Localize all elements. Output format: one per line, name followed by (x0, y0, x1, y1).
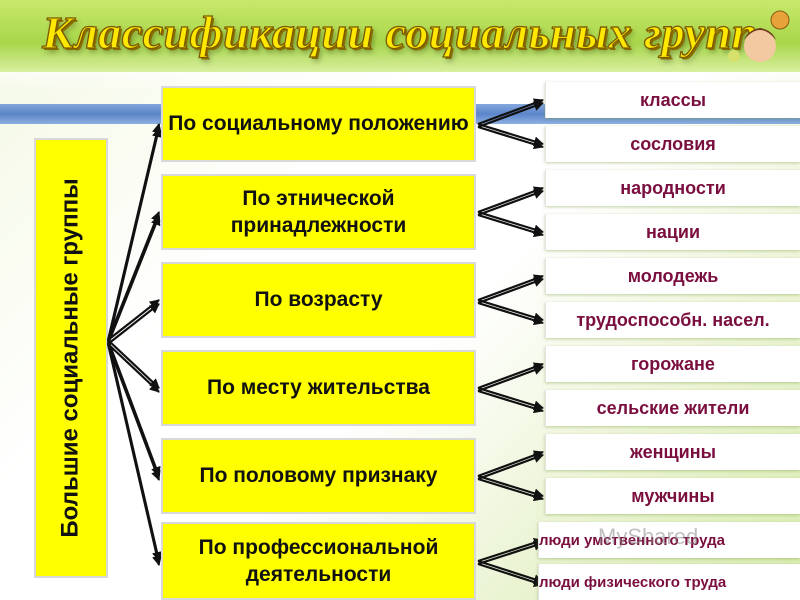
subgroup-nations: нации (545, 214, 800, 250)
arrow-to-category (107, 303, 160, 345)
arrow-to-subgroup (477, 101, 544, 129)
subgroup-nationalities: народности (545, 170, 800, 206)
subgroup-label: сословия (630, 133, 716, 154)
arrow-to-subgroup (477, 122, 544, 147)
subgroup-label: молодежь (627, 265, 719, 286)
page-title: Классификации социальных групп (42, 6, 758, 58)
decorative-figure-icon (728, 10, 790, 62)
category-label: По половому признаку (199, 464, 438, 488)
arrow-to-subgroup (477, 559, 544, 584)
arrow-to-subgroup (477, 189, 544, 217)
category-label: По профессиональной деятельности (198, 535, 439, 586)
arrow-to-subgroup (477, 453, 544, 481)
subgroup-city-dwellers: горожане (545, 346, 800, 382)
category-label: По возрасту (254, 288, 383, 312)
arrow-to-category (107, 343, 160, 393)
subgroup-classes: классы (545, 82, 800, 118)
subgroup-label: женщины (630, 441, 716, 462)
arrow-to-category (106, 343, 162, 566)
subgroup-label: классы (639, 89, 707, 110)
subgroup-label: горожане (631, 353, 715, 374)
subgroup-women: женщины (545, 434, 800, 470)
category-social-position: По социальному положению (161, 86, 476, 162)
subgroup-label: люди физического труда (539, 573, 727, 591)
arrow-to-subgroup (477, 365, 544, 393)
arrow-to-subgroup (477, 450, 544, 478)
arrow-to-subgroup (477, 538, 544, 563)
arrow-to-subgroup (477, 541, 544, 566)
category-gender: По половому признаку (161, 438, 476, 514)
arrow-to-subgroup (477, 474, 544, 499)
arrow-to-subgroup (477, 389, 544, 414)
arrow-to-category (106, 339, 161, 477)
subgroup-manual-workers: люди физического труда (538, 564, 800, 600)
subgroup-youth: молодежь (545, 258, 800, 294)
category-label: По этнической принадлежности (230, 186, 407, 237)
vertical-group-label: Большие социальные группы (34, 138, 108, 578)
arrow-to-subgroup (477, 362, 544, 390)
arrow-to-subgroup (477, 210, 544, 235)
category-ethnicity: По этнической принадлежности (161, 174, 476, 250)
subgroup-mental-workers: люди умственного труда (538, 522, 800, 558)
arrow-to-category (106, 127, 162, 345)
subgroup-label: нации (645, 221, 701, 242)
arrow-to-subgroup (477, 125, 544, 150)
category-profession: По профессиональной деятельности (161, 522, 476, 600)
subgroup-label: сельские жители (596, 397, 750, 418)
category-label: По месту жительства (207, 376, 430, 400)
subgroup-label: трудоспособн. насел. (576, 309, 770, 330)
subgroup-working-population: трудоспособн. насел. (545, 302, 800, 338)
arrow-to-category (106, 211, 161, 341)
arrow-to-subgroup (477, 298, 544, 323)
arrow-to-subgroup (477, 186, 544, 214)
subgroup-label: люди умственного труда (539, 531, 725, 549)
category-age: По возрасту (161, 262, 476, 338)
arrow-to-category (107, 339, 160, 389)
arrow-to-category (106, 343, 161, 481)
category-label: По социальному положению (168, 112, 469, 136)
arrow-to-subgroup (477, 98, 544, 126)
arrow-to-subgroup (477, 274, 544, 302)
arrow-to-subgroup (477, 562, 544, 587)
subgroup-estates: сословия (545, 126, 800, 162)
arrow-to-subgroup (477, 277, 544, 305)
subgroup-men: мужчины (545, 478, 800, 514)
category-residence: По месту жительства (161, 350, 476, 426)
watermark: MyShared (598, 524, 699, 549)
subgroup-rural-residents: сельские жители (545, 390, 800, 426)
arrow-to-subgroup (477, 386, 544, 411)
arrow-to-subgroup (477, 477, 544, 502)
arrow-to-subgroup (477, 213, 544, 238)
subgroup-label: народности (620, 177, 726, 198)
arrow-to-subgroup (477, 301, 544, 326)
arrow-to-category (106, 215, 161, 345)
subgroup-label: мужчины (631, 485, 715, 506)
